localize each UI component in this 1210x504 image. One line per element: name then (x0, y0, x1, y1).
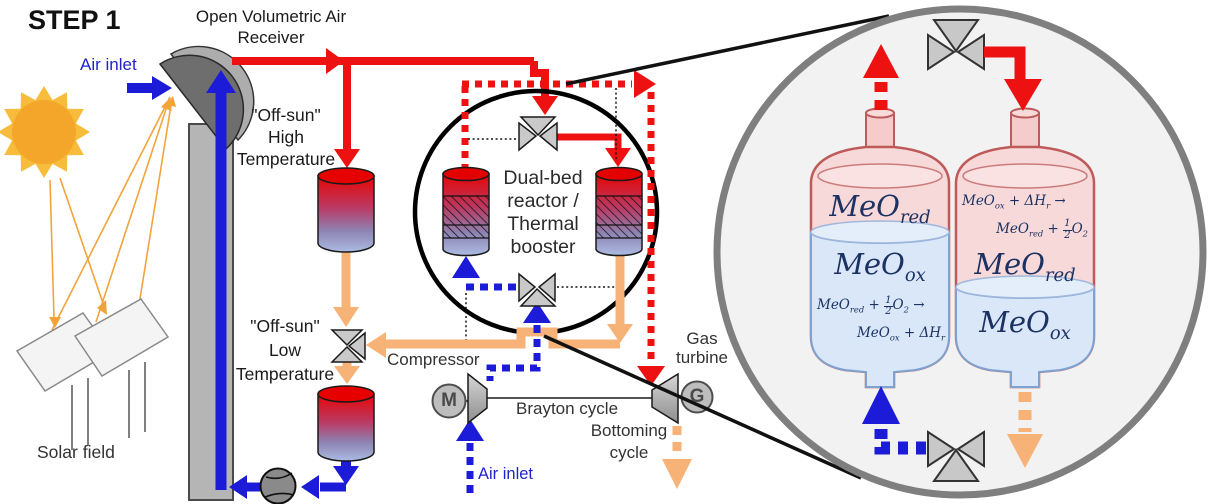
motor-icon (431, 383, 470, 419)
detail-right-vessel (954, 107, 1096, 389)
red-dashed-loop (461, 70, 665, 386)
compressor-label: Compressor (387, 350, 480, 369)
receiver-label: Open Volumetric Air Receiver (195, 7, 347, 47)
air-inlet-arrow-top (127, 76, 172, 100)
detail-left-vessel (809, 107, 951, 389)
generator-letter: G (689, 386, 705, 407)
low-temp-tank (317, 385, 375, 462)
air-inlet-label-top: Air inlet (80, 55, 137, 74)
left-vessel-top-label: MeOred (829, 189, 931, 228)
hot-air-lines (232, 48, 631, 168)
offsun-low-label: "Off-sun" Low Temperature (235, 316, 335, 384)
valve-detail-bottom-icon (927, 430, 985, 482)
dual-bed-cylinder-left (442, 166, 490, 257)
right-vessel-bottom-label: MeOox (979, 305, 1071, 344)
motor-letter: M (441, 390, 457, 411)
turbine-icon (651, 372, 679, 425)
gas-turbine-label: Gas turbine (676, 329, 728, 367)
bottoming-cycle-label: Bottoming cycle (590, 421, 668, 462)
sun-icon (0, 86, 90, 178)
step-title: STEP 1 (28, 5, 121, 35)
zoom-pointer-line-top (565, 14, 890, 86)
pump-icon (259, 467, 297, 504)
dual-bed-cylinder-right (595, 166, 643, 257)
solar-field-label: Solar field (37, 442, 115, 462)
air-inlet-label-bottom: Air inlet (478, 465, 534, 483)
valve-detail-top-icon (927, 19, 985, 71)
tower-return-pipe (206, 70, 236, 490)
warm-air-lines (333, 252, 633, 384)
right-vessel-mid-label: MeOred (974, 247, 1076, 286)
offsun-high-label: "Off-sun" High Temperature (236, 105, 336, 169)
valve-reactor-bottom-icon (518, 272, 557, 307)
heliostat-panels (15, 298, 170, 450)
valve-storage-icon (330, 329, 366, 363)
valve-reactor-top-icon (518, 116, 558, 152)
dotted-links (465, 88, 617, 343)
bottoming-outlet-arrow (662, 426, 692, 489)
left-vessel-mid-label: MeOox (834, 247, 926, 286)
zoom-pointer-line-bottom (543, 334, 862, 480)
blue-dashed-lines (452, 256, 551, 493)
solar-rays (49, 96, 176, 331)
detail-flow-arrows (862, 44, 1043, 468)
dual-bed-label: Dual-bed reactor / Thermal booster (503, 167, 583, 258)
high-temp-tank (317, 167, 375, 253)
brayton-cycle-label: Brayton cycle (516, 399, 619, 418)
compressor-icon (467, 372, 488, 425)
